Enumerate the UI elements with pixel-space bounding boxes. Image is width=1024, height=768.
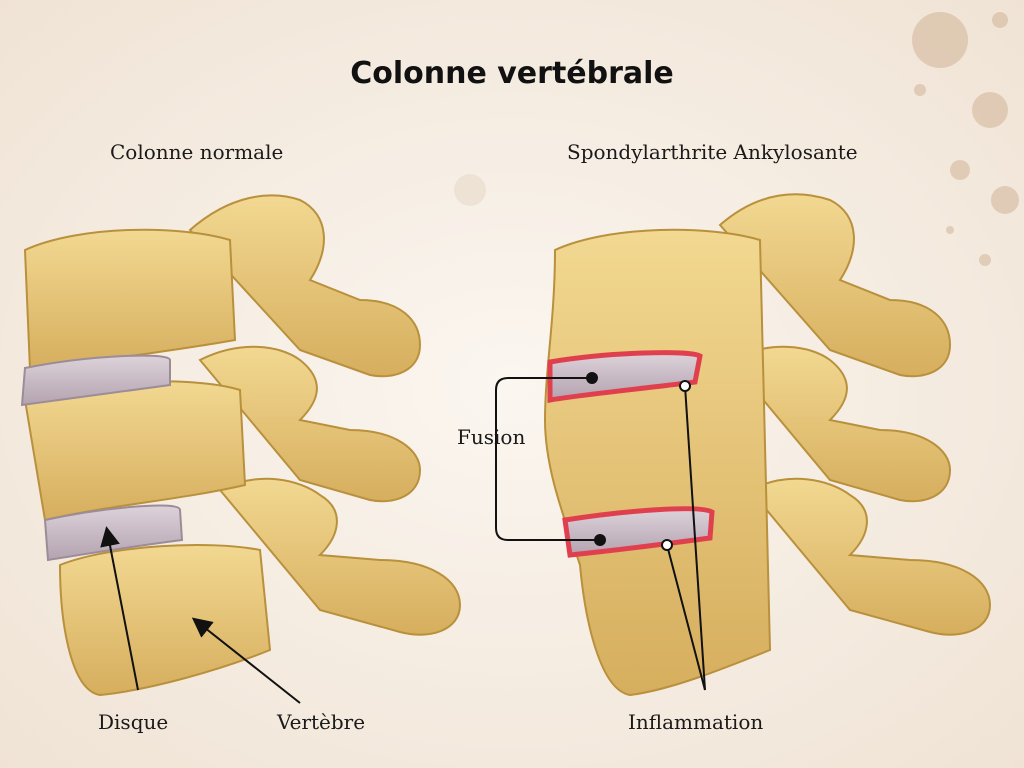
inflammation-dot-2: [661, 539, 673, 551]
disc-pointer: [100, 526, 139, 691]
normal-spine-subtitle: Colonne normale: [110, 140, 284, 164]
left-annotations: [100, 526, 301, 704]
inflammation-dot-1: [679, 380, 691, 392]
speckle-decoration: [454, 12, 1019, 266]
disc-label: Disque: [98, 710, 169, 734]
page-title: Colonne vertébrale: [350, 56, 674, 91]
spinous-process-2: [198, 345, 422, 503]
fusion-label: Fusion: [457, 425, 526, 449]
inflammation-label: Inflammation: [628, 710, 764, 734]
vertebra-pointer: [191, 617, 301, 704]
annotation-dots: [586, 372, 691, 551]
normal-spine: [23, 194, 462, 697]
spinous-process-1: [188, 194, 422, 378]
fusion-bracket: [495, 377, 600, 541]
inflamed-disc-1: [547, 350, 703, 403]
disc-1: [20, 354, 171, 407]
vertebral-body-2: [23, 380, 247, 522]
vertebral-body-3: [58, 544, 272, 697]
fused-vertebral-column: [543, 228, 772, 697]
vertebra-label: Vertèbre: [277, 710, 366, 734]
fused-spine: [543, 193, 992, 697]
fused-process-3: [748, 477, 992, 636]
inflammation-pointer-1: [684, 385, 706, 691]
spinous-process-3: [218, 477, 462, 636]
vertebral-body-1: [23, 228, 237, 372]
fusion-dot-2: [594, 534, 606, 546]
as-spine-subtitle: Spondylarthrite Ankylosante: [567, 140, 858, 164]
right-annotations: [495, 377, 706, 691]
fusion-dot-1: [586, 372, 598, 384]
fused-process-2: [728, 345, 952, 503]
fused-process-1: [718, 193, 952, 378]
inflammation-pointer-2: [666, 544, 706, 691]
